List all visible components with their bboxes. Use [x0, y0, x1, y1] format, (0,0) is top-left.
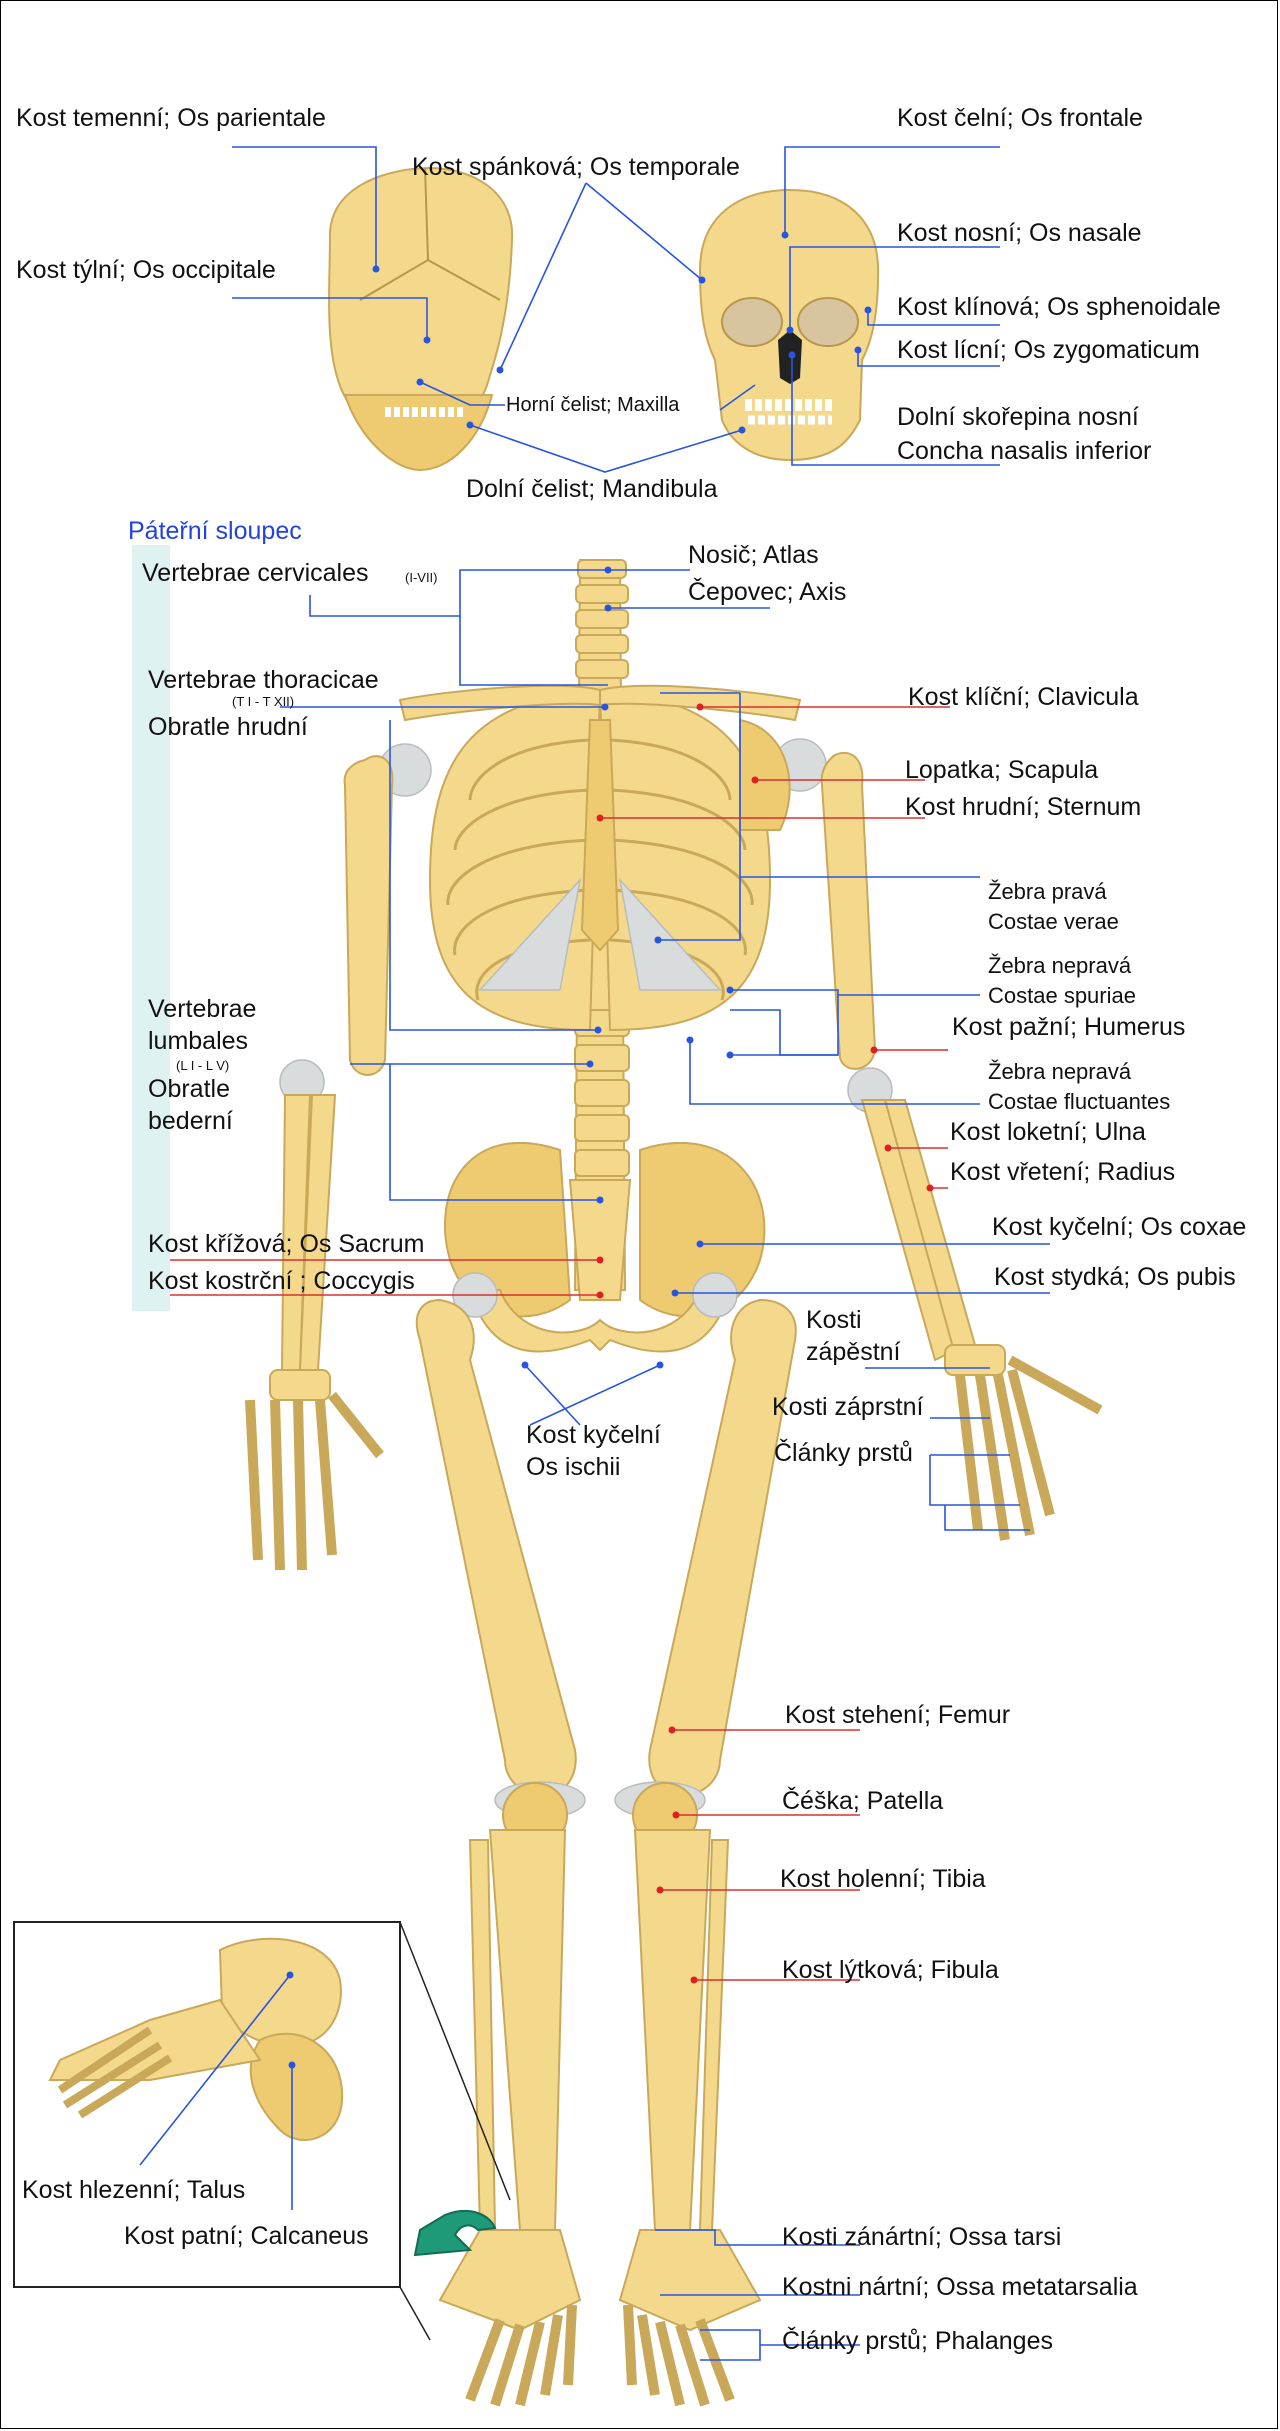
leader-lines — [139, 146, 1050, 2361]
label-cervicales: Vertebrae cervicales — [142, 559, 369, 587]
label-fluct-2: Costae fluctuantes — [988, 1089, 1171, 1114]
label-coccygis: Kost kostrční ; Coccygis — [148, 1267, 415, 1295]
label-fibula: Kost lýtková; Fibula — [782, 1956, 999, 1984]
label-lumbales-1: Vertebrae — [148, 995, 257, 1023]
label-thoracicae-range: (T I - T XII) — [232, 694, 295, 709]
label-phalanges-foot: Články prstů; Phalanges — [782, 2327, 1053, 2355]
label-verae-2: Costae verae — [988, 909, 1119, 934]
label-ischii-2: Os ischii — [526, 1453, 621, 1481]
label-tibia: Kost holenní; Tibia — [780, 1865, 986, 1893]
right-leg — [415, 1298, 586, 2407]
label-thoracicae: Vertebrae thoracicae — [148, 666, 379, 694]
label-carpus-1: Kosti — [806, 1306, 862, 1334]
label-parietale: Kost temenní; Os parientale — [16, 104, 326, 132]
label-frontale: Kost čelní; Os frontale — [897, 104, 1143, 132]
label-scapula: Lopatka; Scapula — [905, 756, 1099, 784]
label-humerus: Kost pažní; Humerus — [952, 1013, 1186, 1041]
label-sternum: Kost hrudní; Sternum — [905, 793, 1142, 821]
label-coxae: Kost kyčelní; Os coxae — [992, 1213, 1247, 1241]
label-sacrum: Kost křížová; Os Sacrum — [148, 1230, 425, 1258]
skull-front-view — [698, 188, 880, 462]
label-lumbales-2: lumbales — [148, 1027, 249, 1055]
spine-band — [132, 545, 170, 1311]
label-mandibula: Dolní čelist; Mandibula — [466, 475, 718, 503]
label-calcaneus: Kost patní; Calcaneus — [124, 2222, 369, 2250]
label-atlas: Nosič; Atlas — [688, 541, 819, 569]
label-concha-1: Dolní skořepina nosní — [897, 403, 1139, 431]
label-talus: Kost hlezenní; Talus — [22, 2176, 246, 2204]
label-metatarsalia: Kostni nártní; Ossa metatarsalia — [782, 2273, 1138, 2301]
label-concha-2: Concha nasalis inferior — [897, 437, 1152, 465]
label-cervicales-range: (I-VII) — [405, 570, 438, 585]
label-pubis: Kost stydká; Os pubis — [994, 1263, 1236, 1291]
left-arm — [820, 751, 1103, 1541]
label-phalanges-hand: Články prstů — [774, 1439, 913, 1467]
label-ulna: Kost loketní; Ulna — [950, 1118, 1146, 1146]
label-lumbales-cz-1: Obratle — [148, 1075, 230, 1103]
label-thoracicae-cz: Obratle hrudní — [148, 713, 308, 741]
label-metacarpus: Kosti záprstní — [772, 1393, 924, 1421]
label-spuriae-1: Žebra nepravá — [988, 953, 1132, 978]
rib-cage — [428, 688, 772, 1032]
label-spuriae-2: Costae spuriae — [988, 983, 1136, 1008]
pelvis — [444, 1142, 766, 1353]
label-ischii-1: Kost kyčelní — [526, 1421, 661, 1449]
label-patella: Čéška; Patella — [782, 1787, 944, 1815]
label-zygomaticum: Kost lícní; Os zygomaticum — [897, 336, 1200, 364]
left-leg — [614, 1298, 797, 2407]
label-lumbales-range: (L I - L V) — [176, 1058, 230, 1073]
label-lumbales-cz-2: bederní — [148, 1107, 233, 1135]
label-spine-title: Páteřní sloupec — [128, 517, 302, 545]
label-maxilla: Horní čelist; Maxilla — [506, 394, 680, 416]
label-verae-1: Žebra pravá — [988, 879, 1107, 904]
label-temporale: Kost spánková; Os temporale — [412, 153, 740, 181]
foot-inset — [13, 1921, 511, 2341]
label-clavicula: Kost klíční; Clavicula — [908, 683, 1139, 711]
skull-back-view — [328, 166, 514, 472]
label-fluct-1: Žebra nepravá — [988, 1059, 1132, 1084]
label-nasale: Kost nosní; Os nasale — [897, 219, 1142, 247]
right-arm — [245, 755, 394, 1571]
shoulders — [378, 684, 827, 831]
label-tarsi: Kosti zánártní; Ossa tarsi — [782, 2223, 1062, 2251]
label-occipitale: Kost týlní; Os occipitale — [16, 256, 276, 284]
label-carpus-2: zápěstní — [806, 1338, 901, 1366]
label-femur: Kost stehení; Femur — [785, 1701, 1011, 1729]
label-sphenoidale: Kost klínová; Os sphenoidale — [897, 293, 1221, 321]
label-axis: Čepovec; Axis — [688, 578, 847, 606]
leader-dots — [286, 231, 934, 2069]
label-radius: Kost vřetení; Radius — [950, 1158, 1176, 1186]
